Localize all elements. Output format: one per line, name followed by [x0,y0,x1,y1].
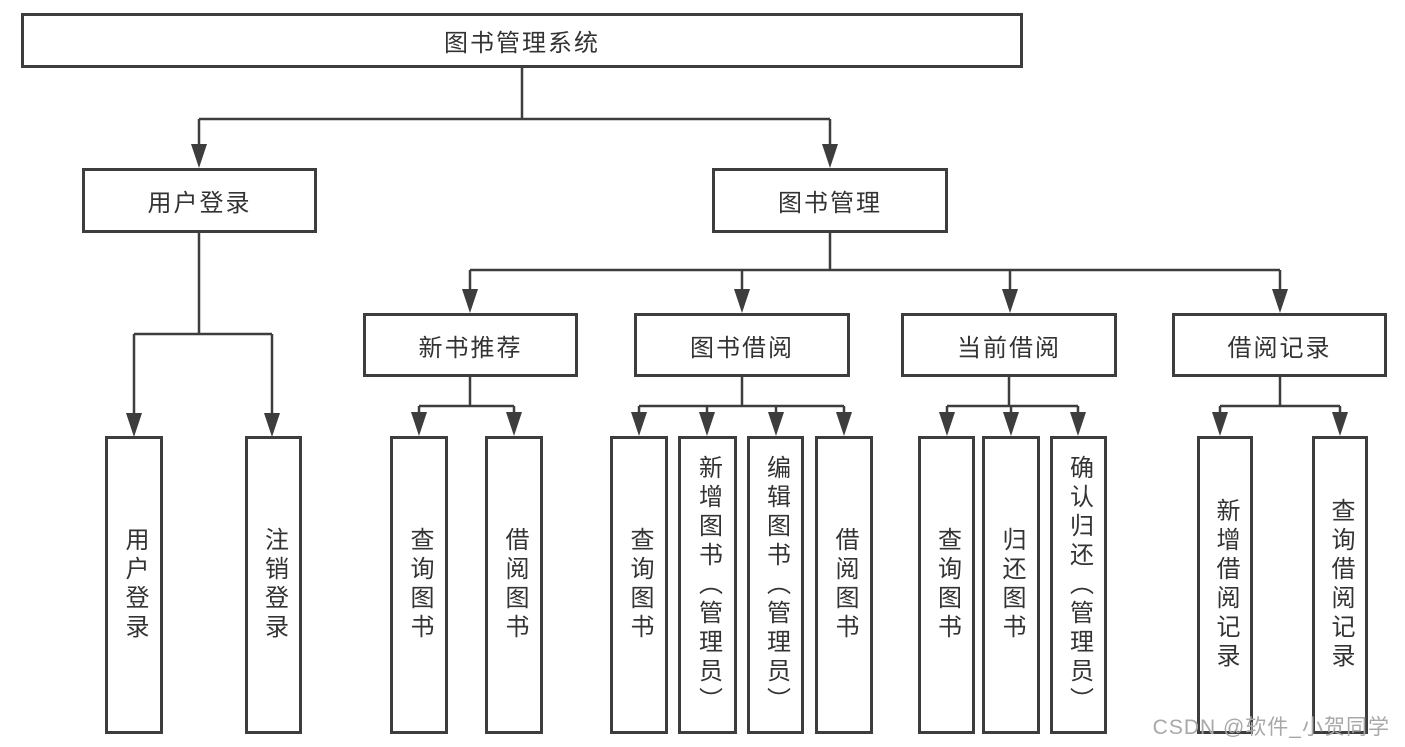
csdn-watermark: CSDN @软件_小贺同学 [1152,716,1390,739]
node-label: 归还图书 [998,527,1025,643]
node-label: 借阅记录 [1227,334,1332,362]
leaf-borrow-books: 借阅图书 [815,436,873,734]
leaf-return-books: 归还图书 [982,436,1040,734]
arrowhead-icon [1212,412,1228,436]
node-label: 图书借阅 [690,334,794,362]
leaf-query-books-current: 查询图书 [918,436,975,734]
arrowhead-icon [939,412,955,436]
node-borrowing-records: 借阅记录 [1172,313,1387,377]
arrowhead-icon [1070,412,1086,436]
leaf-edit-books-admin: 编辑图书（管理员） [747,436,804,734]
node-new-book-recommend: 新书推荐 [363,313,578,377]
node-label: 查询图书 [626,527,653,643]
node-label: 确认归还（管理员） [1065,454,1093,716]
node-label: 新增图书（管理员） [694,454,722,716]
leaf-logout: 注销登录 [245,436,302,734]
arrowhead-icon [768,412,784,436]
leaf-borrow-books-recommend: 借阅图书 [485,436,543,734]
node-user-login: 用户登录 [82,168,317,233]
arrowhead-icon [734,289,750,313]
node-book-management: 图书管理 [712,168,948,233]
node-label: 借阅图书 [831,527,858,643]
node-label: 注销登录 [260,527,288,643]
leaf-query-borrow-record: 查询借阅记录 [1312,436,1368,734]
arrowhead-icon [506,412,522,436]
arrowhead-icon [836,412,852,436]
node-label: 新书推荐 [418,334,523,362]
arrowhead-icon [1003,412,1019,436]
node-label: 编辑图书（管理员） [762,454,790,716]
node-label: 查询图书 [933,527,961,643]
node-label: 用户登录 [121,527,148,643]
arrowhead-icon [264,413,280,437]
leaf-user-login: 用户登录 [105,436,163,734]
node-label: 图书管理系统 [444,30,600,57]
arrowhead-icon [191,144,207,168]
node-label: 借阅图书 [501,527,528,643]
node-label: 查询图书 [406,527,433,643]
node-label: 用户登录 [147,190,252,217]
node-label: 查询借阅记录 [1327,498,1354,672]
arrowhead-icon [411,412,427,436]
leaf-confirm-return-admin: 确认归还（管理员） [1050,436,1107,734]
node-current-borrowing: 当前借阅 [901,313,1117,377]
node-label: 当前借阅 [957,334,1061,362]
leaf-add-books-admin: 新增图书（管理员） [678,436,737,734]
arrowhead-icon [126,413,142,437]
leaf-add-borrow-record: 新增借阅记录 [1197,436,1253,734]
node-book-borrowing: 图书借阅 [634,313,850,377]
arrowhead-icon [462,289,478,313]
arrowhead-icon [1002,289,1018,313]
arrowhead-icon [1272,289,1288,313]
leaf-query-books-recommend: 查询图书 [390,436,448,734]
leaf-query-books-borrowing: 查询图书 [610,436,668,734]
arrowhead-icon [1332,412,1348,436]
node-label: 新增借阅记录 [1212,498,1239,672]
arrowhead-icon [631,412,647,436]
arrowhead-icon [699,412,715,436]
node-library-management-system: 图书管理系统 [21,13,1023,68]
node-label: 图书管理 [778,190,882,217]
arrowhead-icon [822,144,838,168]
